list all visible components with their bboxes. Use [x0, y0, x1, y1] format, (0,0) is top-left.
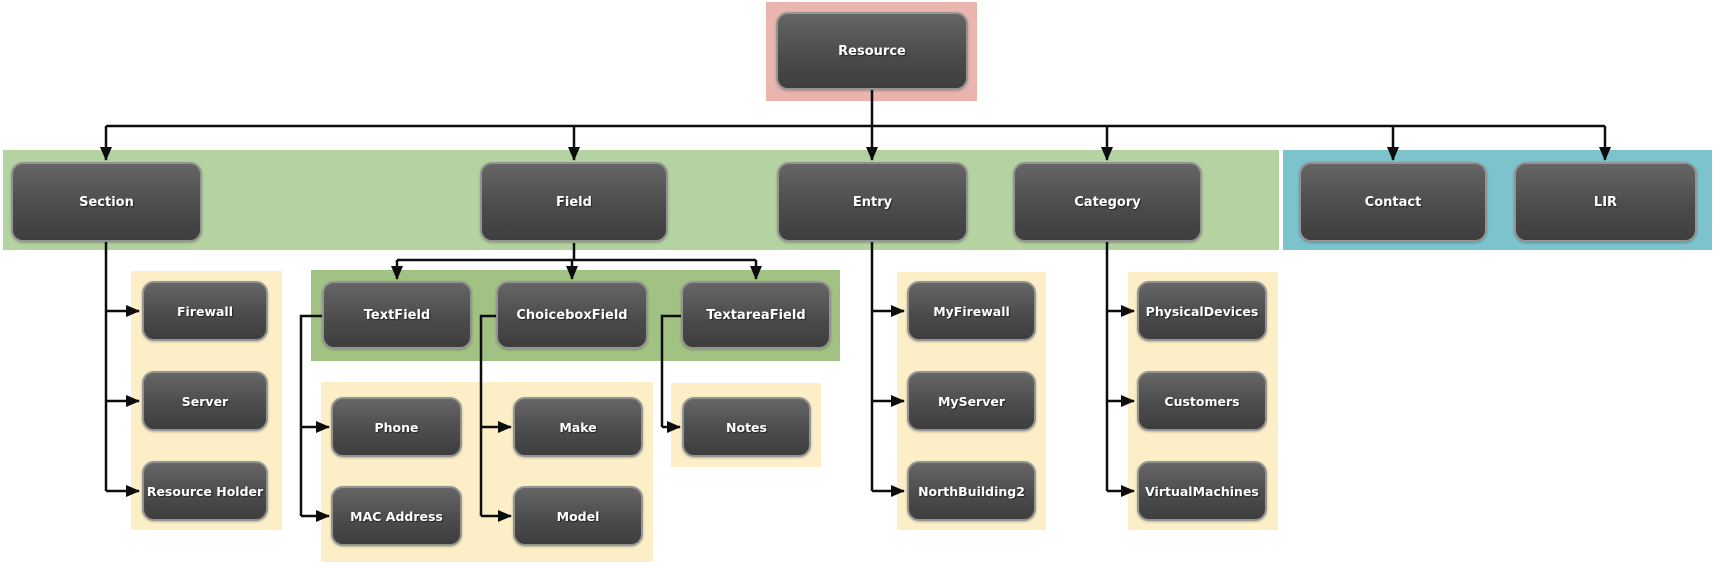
node-textfield: TextField	[322, 281, 472, 349]
node-category: Category	[1013, 162, 1202, 242]
node-label: Field	[556, 194, 592, 210]
node-contact: Contact	[1299, 162, 1487, 242]
node-physicaldevices: PhysicalDevices	[1137, 281, 1267, 341]
node-label: TextField	[363, 307, 431, 323]
node-resource-holder: Resource Holder	[142, 461, 268, 521]
node-label: Firewall	[176, 303, 234, 319]
node-firewall: Firewall	[142, 281, 268, 341]
node-label: Phone	[374, 419, 419, 435]
node-label: VirtualMachines	[1145, 483, 1259, 499]
node-label: Customers	[1164, 393, 1240, 409]
node-section: Section	[11, 162, 202, 242]
node-notes: Notes	[682, 397, 811, 457]
node-label: Server	[181, 393, 229, 409]
node-label: Model	[556, 508, 600, 524]
node-model: Model	[513, 486, 643, 546]
node-label: Resource	[838, 43, 906, 59]
node-textareafield: TextareaField	[681, 281, 831, 349]
node-label: NorthBuilding2	[918, 483, 1025, 499]
node-label: Resource Holder	[146, 483, 264, 499]
node-label: MyServer	[937, 393, 1006, 409]
node-label: MAC Address	[350, 508, 443, 524]
node-label: MyFirewall	[933, 303, 1010, 319]
node-myfirewall: MyFirewall	[907, 281, 1036, 341]
node-choiceboxfield: ChoiceboxField	[496, 281, 648, 349]
node-label: Category	[1074, 194, 1141, 210]
node-label: Contact	[1364, 194, 1422, 210]
node-label: TextareaField	[706, 307, 806, 323]
node-label: LIR	[1593, 194, 1618, 210]
node-label: PhysicalDevices	[1145, 303, 1259, 319]
node-field: Field	[480, 162, 668, 242]
node-phone: Phone	[331, 397, 462, 457]
node-mac-address: MAC Address	[331, 486, 462, 546]
node-virtualmachines: VirtualMachines	[1137, 461, 1267, 521]
node-resource: Resource	[776, 12, 968, 90]
node-label: ChoiceboxField	[516, 307, 628, 323]
node-label: Section	[79, 194, 134, 210]
node-label: Make	[559, 419, 597, 435]
node-lir: LIR	[1514, 162, 1697, 242]
node-label: Notes	[726, 419, 767, 435]
node-customers: Customers	[1137, 371, 1267, 431]
node-server: Server	[142, 371, 268, 431]
node-entry: Entry	[777, 162, 968, 242]
node-myserver: MyServer	[907, 371, 1036, 431]
node-make: Make	[513, 397, 643, 457]
node-label: Entry	[852, 194, 893, 210]
node-northbuilding2: NorthBuilding2	[907, 461, 1036, 521]
